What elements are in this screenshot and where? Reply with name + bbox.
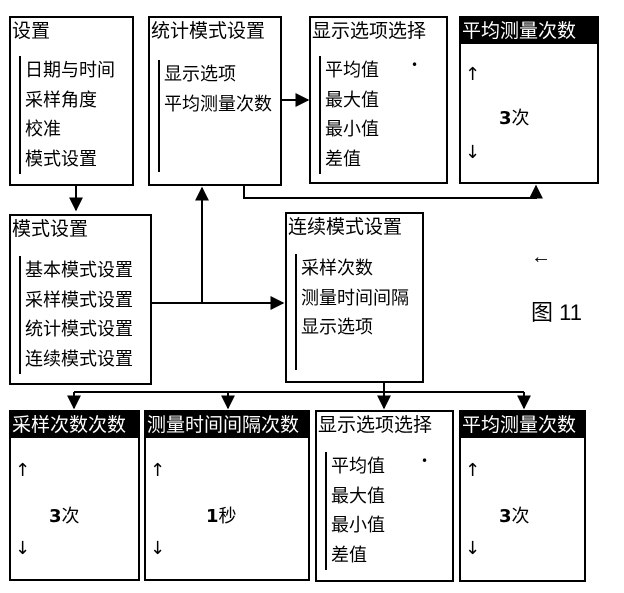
option-diff[interactable]: 差值 bbox=[331, 544, 367, 566]
sample-count-panel: 采样次数次数 ↑ 3次 ↓ bbox=[9, 410, 140, 581]
avg-count-bottom-value: 3次 bbox=[499, 502, 530, 528]
sample-count-title: 采样次数次数 bbox=[11, 412, 138, 438]
menu-item-calibration[interactable]: 校准 bbox=[25, 119, 61, 140]
down-arrow-icon[interactable]: ↓ bbox=[15, 538, 31, 559]
stat-mode-list: 显示选项 平均测量次数 bbox=[158, 60, 272, 172]
mode-settings-menu: 模式设置 基本模式设置 采样模式设置 统计模式设置 连续模式设置 bbox=[9, 214, 152, 385]
interval-value: 1秒 bbox=[206, 502, 237, 528]
continuous-mode-title: 连续模式设置 bbox=[288, 216, 403, 238]
mode-settings-list: 基本模式设置 采样模式设置 统计模式设置 连续模式设置 bbox=[19, 256, 133, 374]
arrow-stat-to-avg bbox=[243, 184, 543, 199]
sample-count-value: 3次 bbox=[49, 502, 80, 528]
display-select-top: 显示选项选择 平均值 最大值 最小值 差值 • bbox=[309, 16, 448, 184]
up-arrow-icon[interactable]: ↑ bbox=[465, 460, 481, 481]
value-unit: 次 bbox=[511, 108, 530, 129]
menu-item-mode-settings[interactable]: 模式设置 bbox=[25, 148, 97, 170]
menu-item-sample-count[interactable]: 采样次数 bbox=[301, 258, 373, 279]
figure-arrow: ← bbox=[531, 246, 551, 268]
settings-menu: 设置 日期与时间 采样角度 校准 模式设置 bbox=[9, 16, 134, 186]
stat-mode-menu: 统计模式设置 显示选项 平均测量次数 bbox=[148, 16, 282, 186]
continuous-mode-menu: 连续模式设置 采样次数 测量时间间隔 显示选项 bbox=[285, 212, 424, 383]
menu-item-basic-mode[interactable]: 基本模式设置 bbox=[25, 260, 133, 281]
option-max[interactable]: 最大值 bbox=[325, 89, 379, 111]
value-unit: 次 bbox=[61, 506, 80, 527]
menu-item-display-option[interactable]: 显示选项 bbox=[164, 64, 236, 85]
menu-item-datetime[interactable]: 日期与时间 bbox=[25, 60, 115, 81]
up-arrow-icon[interactable]: ↑ bbox=[150, 460, 166, 481]
avg-count-top-value: 3次 bbox=[499, 104, 530, 130]
selected-marker: • bbox=[421, 454, 429, 468]
option-min[interactable]: 最小值 bbox=[325, 119, 379, 140]
option-diff[interactable]: 差值 bbox=[325, 148, 361, 170]
settings-list: 日期与时间 采样角度 校准 模式设置 bbox=[19, 56, 115, 174]
avg-count-bottom-title: 平均测量次数 bbox=[461, 412, 584, 438]
down-arrow-icon[interactable]: ↓ bbox=[465, 538, 481, 559]
menu-item-avg-count[interactable]: 平均测量次数 bbox=[164, 93, 272, 115]
value-number: 3 bbox=[499, 506, 512, 527]
display-select-top-title: 显示选项选择 bbox=[312, 20, 427, 42]
value-number: 1 bbox=[206, 506, 219, 527]
figure-label: 图 11 bbox=[531, 300, 582, 325]
value-unit: 秒 bbox=[218, 506, 237, 527]
menu-item-sample-angle[interactable]: 采样角度 bbox=[25, 89, 97, 111]
option-average[interactable]: 平均值 bbox=[331, 456, 385, 477]
up-arrow-icon[interactable]: ↑ bbox=[465, 64, 481, 85]
value-number: 3 bbox=[499, 108, 512, 129]
menu-item-continuous-mode[interactable]: 连续模式设置 bbox=[25, 348, 133, 370]
continuous-mode-list: 采样次数 测量时间间隔 显示选项 bbox=[295, 254, 409, 370]
menu-item-sample-mode[interactable]: 采样模式设置 bbox=[25, 289, 133, 311]
down-arrow-icon[interactable]: ↓ bbox=[465, 142, 481, 163]
display-select-top-list: 平均值 最大值 最小值 差值 bbox=[319, 56, 379, 174]
option-average[interactable]: 平均值 bbox=[325, 60, 379, 81]
selected-marker: • bbox=[411, 58, 419, 72]
stat-mode-title: 统计模式设置 bbox=[151, 20, 266, 42]
settings-title: 设置 bbox=[12, 20, 51, 42]
option-min[interactable]: 最小值 bbox=[331, 515, 385, 536]
display-select-bottom-title: 显示选项选择 bbox=[318, 414, 433, 436]
down-arrow-icon[interactable]: ↓ bbox=[150, 538, 166, 559]
value-number: 3 bbox=[49, 506, 62, 527]
avg-count-top: 平均测量次数 ↑ 3次 ↓ bbox=[459, 16, 599, 184]
option-max[interactable]: 最大值 bbox=[331, 485, 385, 507]
display-select-bottom: 显示选项选择 平均值 最大值 最小值 差值 • bbox=[315, 410, 454, 582]
value-unit: 次 bbox=[511, 506, 530, 527]
menu-item-stat-mode[interactable]: 统计模式设置 bbox=[25, 319, 133, 340]
up-arrow-icon[interactable]: ↑ bbox=[15, 460, 31, 481]
mode-settings-title: 模式设置 bbox=[12, 218, 89, 240]
menu-item-interval[interactable]: 测量时间间隔 bbox=[301, 287, 409, 309]
interval-panel: 测量时间间隔次数 ↑ 1秒 ↓ bbox=[144, 410, 310, 581]
interval-title: 测量时间间隔次数 bbox=[146, 412, 308, 438]
avg-count-top-title: 平均测量次数 bbox=[461, 18, 597, 44]
menu-item-display-option[interactable]: 显示选项 bbox=[301, 317, 373, 338]
display-select-bottom-list: 平均值 最大值 最小值 差值 bbox=[325, 452, 385, 570]
avg-count-bottom: 平均测量次数 ↑ 3次 ↓ bbox=[459, 410, 586, 582]
